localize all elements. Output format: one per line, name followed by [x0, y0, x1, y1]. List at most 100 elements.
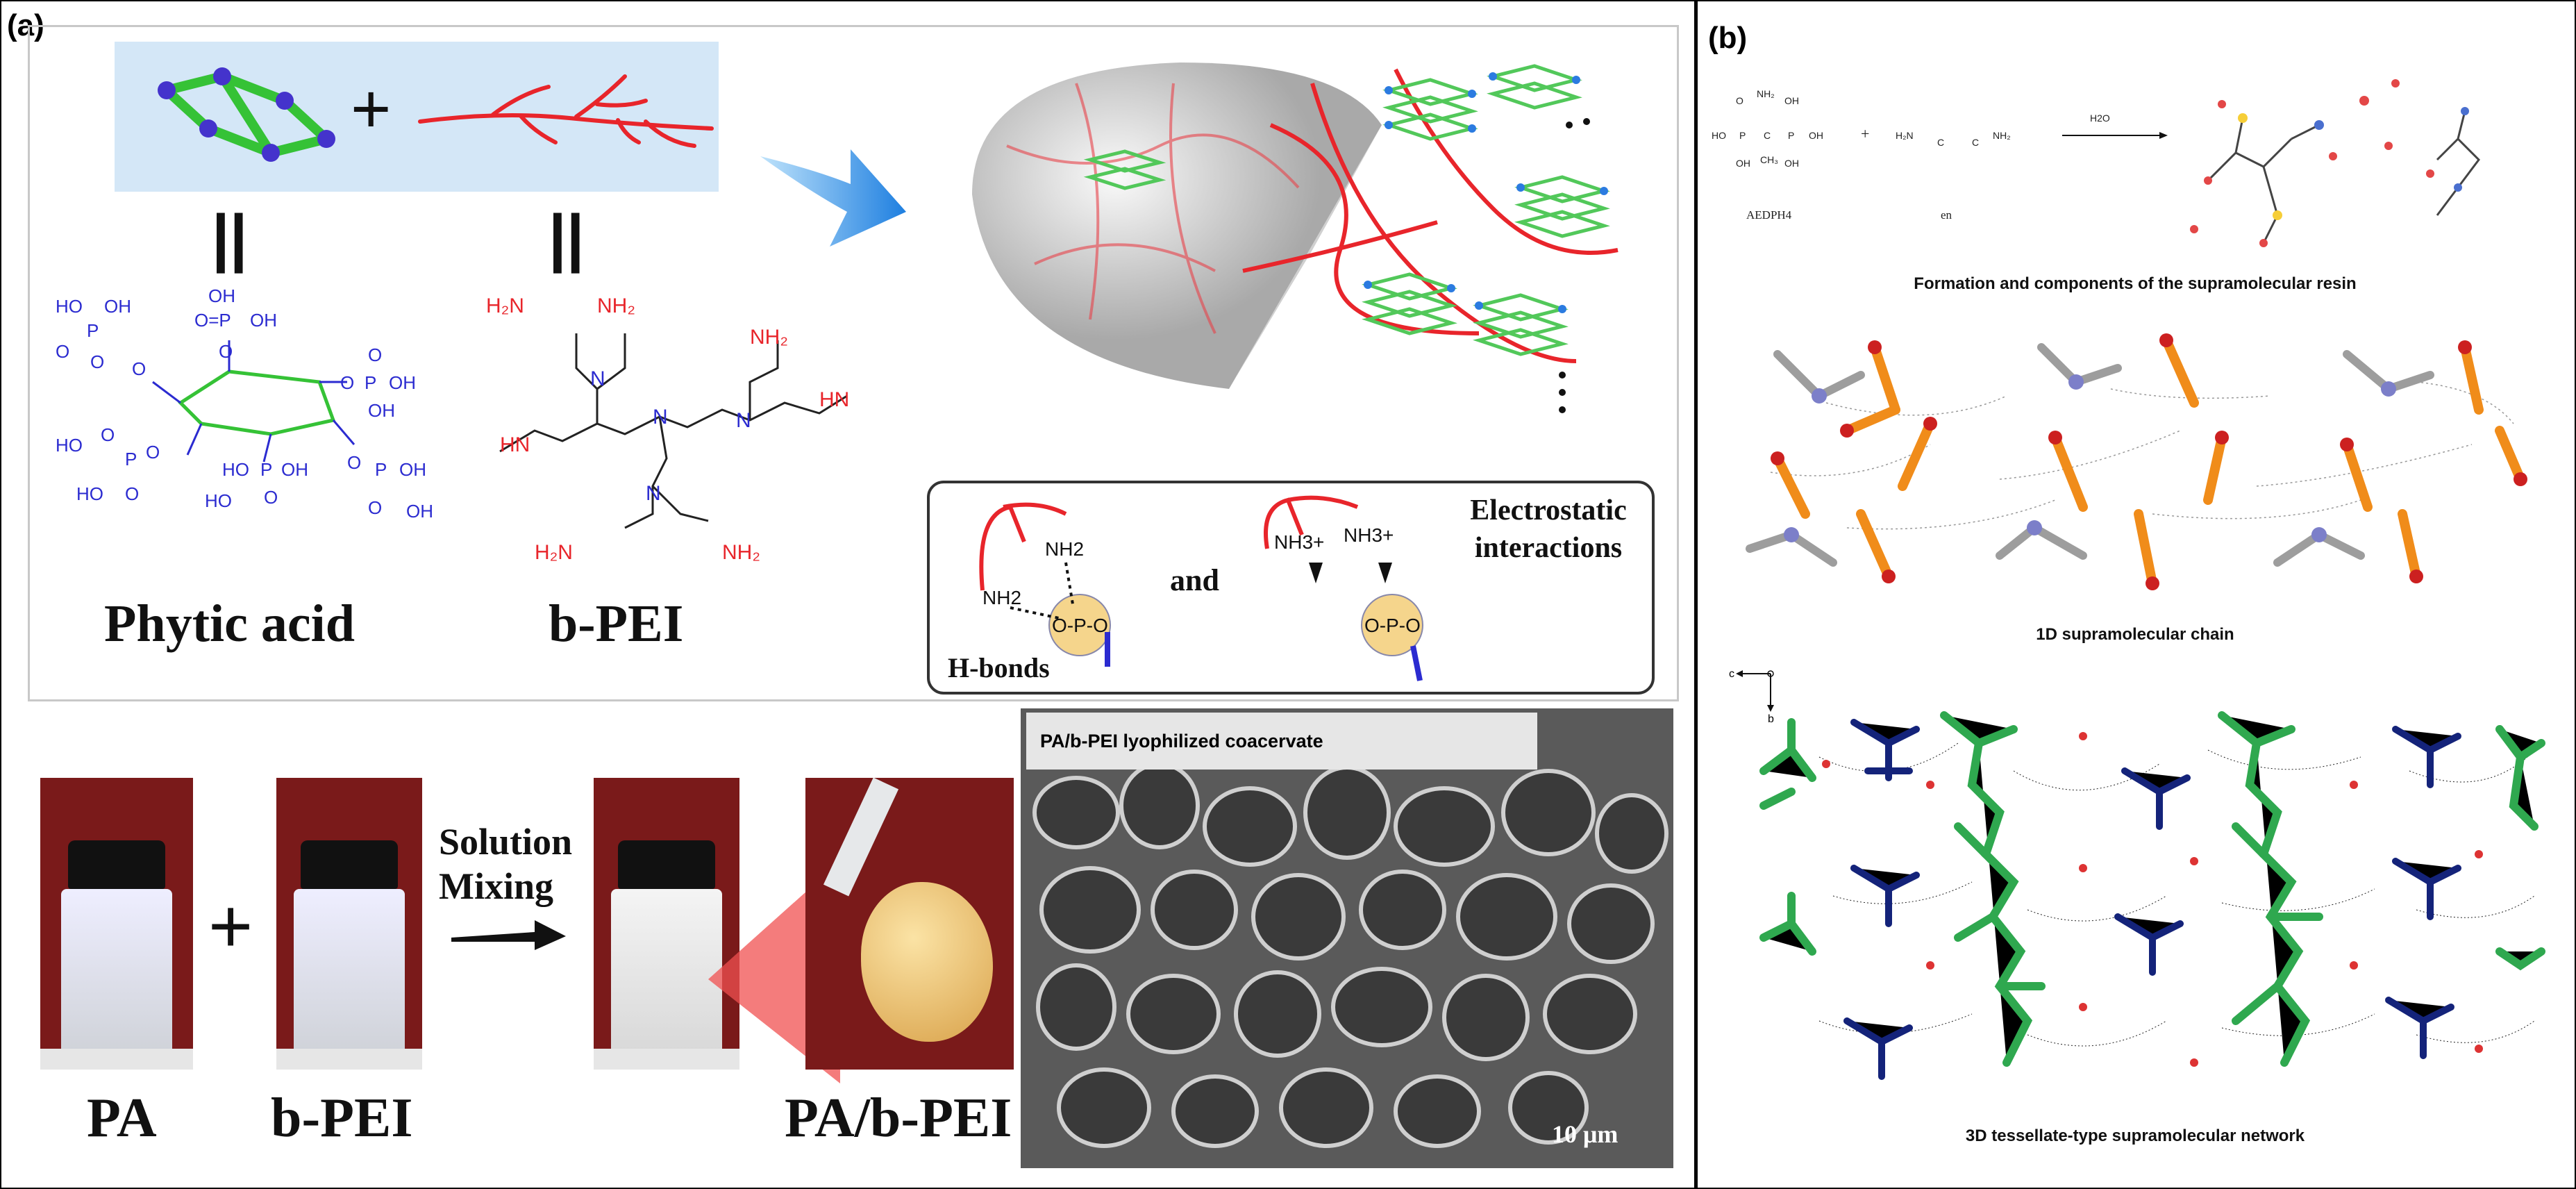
svg-text:HO: HO	[76, 483, 103, 504]
caption-3d-network: 3D tessellate-type supramolecular networ…	[1965, 1126, 2305, 1145]
pa-vial-photo	[40, 778, 193, 1070]
svg-text:C: C	[1764, 130, 1771, 141]
svg-text:HO: HO	[56, 296, 83, 317]
interactions-box	[927, 481, 1655, 695]
phytic-acid-label: Phytic acid	[104, 594, 355, 653]
svg-text:HO: HO	[205, 490, 232, 511]
svg-text:OH: OH	[399, 459, 426, 480]
svg-text:H₂N: H₂N	[486, 294, 524, 317]
svg-text:OH: OH	[250, 310, 277, 331]
svg-text:H₂N: H₂N	[535, 541, 573, 564]
svg-text:OH: OH	[1784, 95, 1799, 106]
pa-label: PA	[87, 1088, 157, 1149]
svg-text:O: O	[101, 424, 115, 445]
svg-text:O: O	[90, 351, 104, 372]
svg-text:O: O	[125, 483, 139, 504]
svg-text:P: P	[260, 459, 272, 480]
svg-text:O: O	[132, 358, 146, 379]
svg-text:NH₂: NH₂	[750, 326, 788, 349]
svg-text:NH3+: NH3+	[1344, 524, 1394, 546]
equals-phytic: ||	[212, 202, 248, 273]
svg-text:O: O	[368, 344, 382, 365]
sem-banner: PA/b-PEI lyophilized coacervate	[1026, 713, 1537, 770]
panel-divider	[1694, 0, 1698, 1189]
svg-text:OH: OH	[281, 459, 308, 480]
svg-text:P: P	[1788, 130, 1794, 141]
svg-text:HO: HO	[222, 459, 249, 480]
svg-text:O: O	[146, 442, 160, 463]
hbonds-label: H-bonds	[948, 652, 1050, 683]
svg-text:O: O	[1736, 95, 1743, 106]
and-label: and	[1170, 563, 1219, 597]
svg-text:HN: HN	[819, 388, 849, 411]
svg-text:NH2: NH2	[982, 587, 1021, 608]
phytic-ring-icon	[158, 67, 335, 162]
coacervate-photo	[805, 777, 1014, 1070]
svg-text:OH: OH	[104, 296, 131, 317]
svg-text:O: O	[56, 341, 69, 362]
svg-text:c: c	[1729, 668, 1734, 680]
pei-chain-icon	[418, 74, 714, 148]
svg-text:N: N	[646, 482, 661, 505]
sem-image	[1021, 708, 1673, 1168]
electrostatic-label: Electrostatic interactions	[1470, 494, 1627, 564]
svg-text:b: b	[1768, 713, 1774, 722]
caption-1d-chain: 1D supramolecular chain	[2036, 625, 2234, 644]
equals-pei: ||	[549, 202, 585, 273]
svg-text:P: P	[375, 459, 387, 480]
svg-text:P: P	[1739, 130, 1746, 141]
svg-text:NH3+: NH3+	[1274, 531, 1324, 553]
svg-text:O: O	[264, 487, 278, 508]
svg-text:OH: OH	[1784, 158, 1799, 169]
svg-text:P: P	[125, 449, 137, 469]
svg-text:OH: OH	[389, 372, 416, 393]
svg-text:N: N	[653, 406, 668, 429]
svg-text:en: en	[1941, 208, 1952, 222]
svg-text:HO: HO	[56, 435, 83, 456]
arrow-mixing-icon	[451, 920, 566, 950]
svg-text:OH: OH	[1809, 130, 1823, 141]
svg-text:H2O: H2O	[2090, 113, 2110, 124]
bpei-bottom-label: b-PEI	[271, 1088, 413, 1149]
svg-text:O-P-O: O-P-O	[1364, 615, 1421, 636]
panel-b-label: (b)	[1708, 21, 1748, 55]
svg-text:CH₃: CH₃	[1760, 154, 1778, 165]
reactant-band	[115, 42, 719, 192]
supramolecular-network	[1759, 711, 2545, 1080]
svg-text:O: O	[219, 341, 233, 362]
svg-text:NH₂: NH₂	[597, 294, 635, 317]
bpei-vial-photo	[276, 778, 422, 1070]
interaction-diagrams: NH2 NH2 NH3+ NH3+ O-P-O O-P-O H-bonds and	[948, 495, 1423, 683]
bpei-label: b-PEI	[549, 594, 684, 653]
supramolecular-chain	[1746, 333, 2527, 590]
svg-text:NH₂: NH₂	[722, 541, 760, 564]
svg-text:N: N	[590, 367, 605, 390]
svg-text:OH: OH	[406, 501, 433, 522]
svg-text:OH: OH	[208, 285, 235, 306]
axis-indicator: c b	[1729, 668, 1774, 722]
svg-text:HO: HO	[1712, 130, 1726, 141]
svg-text:O-P-O: O-P-O	[1052, 615, 1108, 636]
arrow-right-icon	[760, 149, 906, 247]
svg-text:C: C	[1937, 137, 1944, 148]
svg-text:C: C	[1972, 137, 1979, 148]
mixed-vial-photo	[594, 778, 739, 1070]
svg-text:P: P	[87, 320, 99, 341]
caption-formation: Formation and components of the supramol…	[1914, 274, 2357, 293]
panel-a-schematic-frame	[28, 25, 1679, 701]
coacervate-schematic	[972, 63, 1619, 413]
svg-text:NH2: NH2	[1045, 538, 1084, 560]
svg-text:O: O	[347, 452, 361, 473]
pa-bpei-label: PA/b-PEI	[785, 1088, 1012, 1149]
plus-sign: +	[351, 70, 392, 148]
svg-text:O: O	[368, 497, 382, 518]
svg-text:OH: OH	[1736, 158, 1750, 169]
svg-text:O: O	[340, 372, 354, 393]
svg-text:N: N	[736, 409, 751, 432]
scale-bar-label: 10 μm	[1552, 1120, 1619, 1148]
